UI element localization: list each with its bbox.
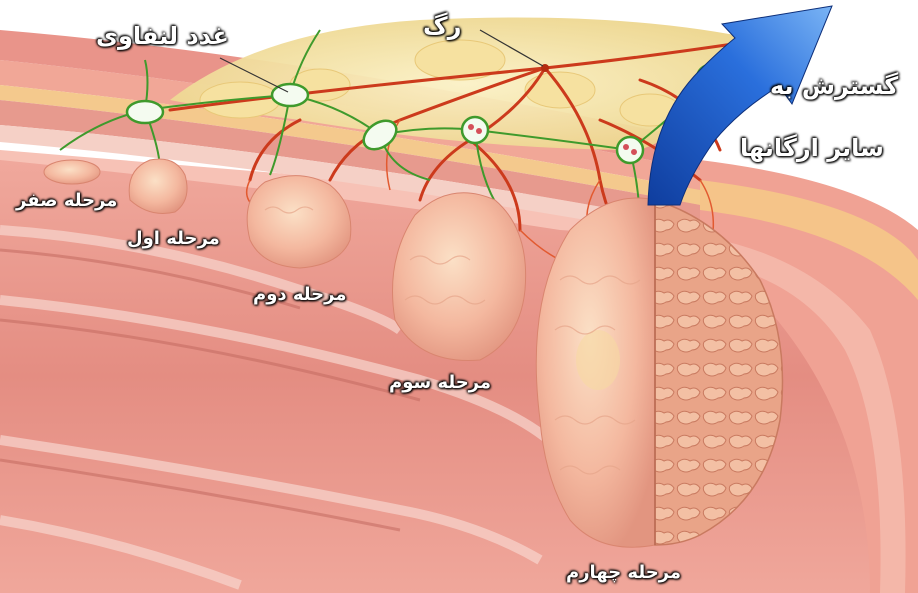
- label-lymph-nodes: غدد لنفاوی: [96, 22, 229, 50]
- label-stage-2: مرحله دوم: [253, 284, 346, 305]
- label-stage-4: مرحله چهارم: [566, 562, 681, 583]
- lymph-node: [127, 101, 163, 123]
- lymph-node-metastatic: [462, 117, 488, 143]
- label-other-organs: سایر ارگانها: [740, 134, 884, 162]
- label-stage-0: مرحله صفر: [16, 190, 117, 211]
- label-spread-to: گسترش به: [770, 72, 898, 100]
- label-vessel: رگ: [423, 12, 461, 40]
- label-stage-3: مرحله سوم: [389, 372, 491, 393]
- tumor-stage-2: [247, 176, 351, 268]
- lymph-node-metastatic: [617, 137, 643, 163]
- label-stage-1: مرحله اول: [127, 228, 220, 249]
- tumor-stage-0: [44, 160, 100, 184]
- tumor-stage-1: [129, 159, 187, 214]
